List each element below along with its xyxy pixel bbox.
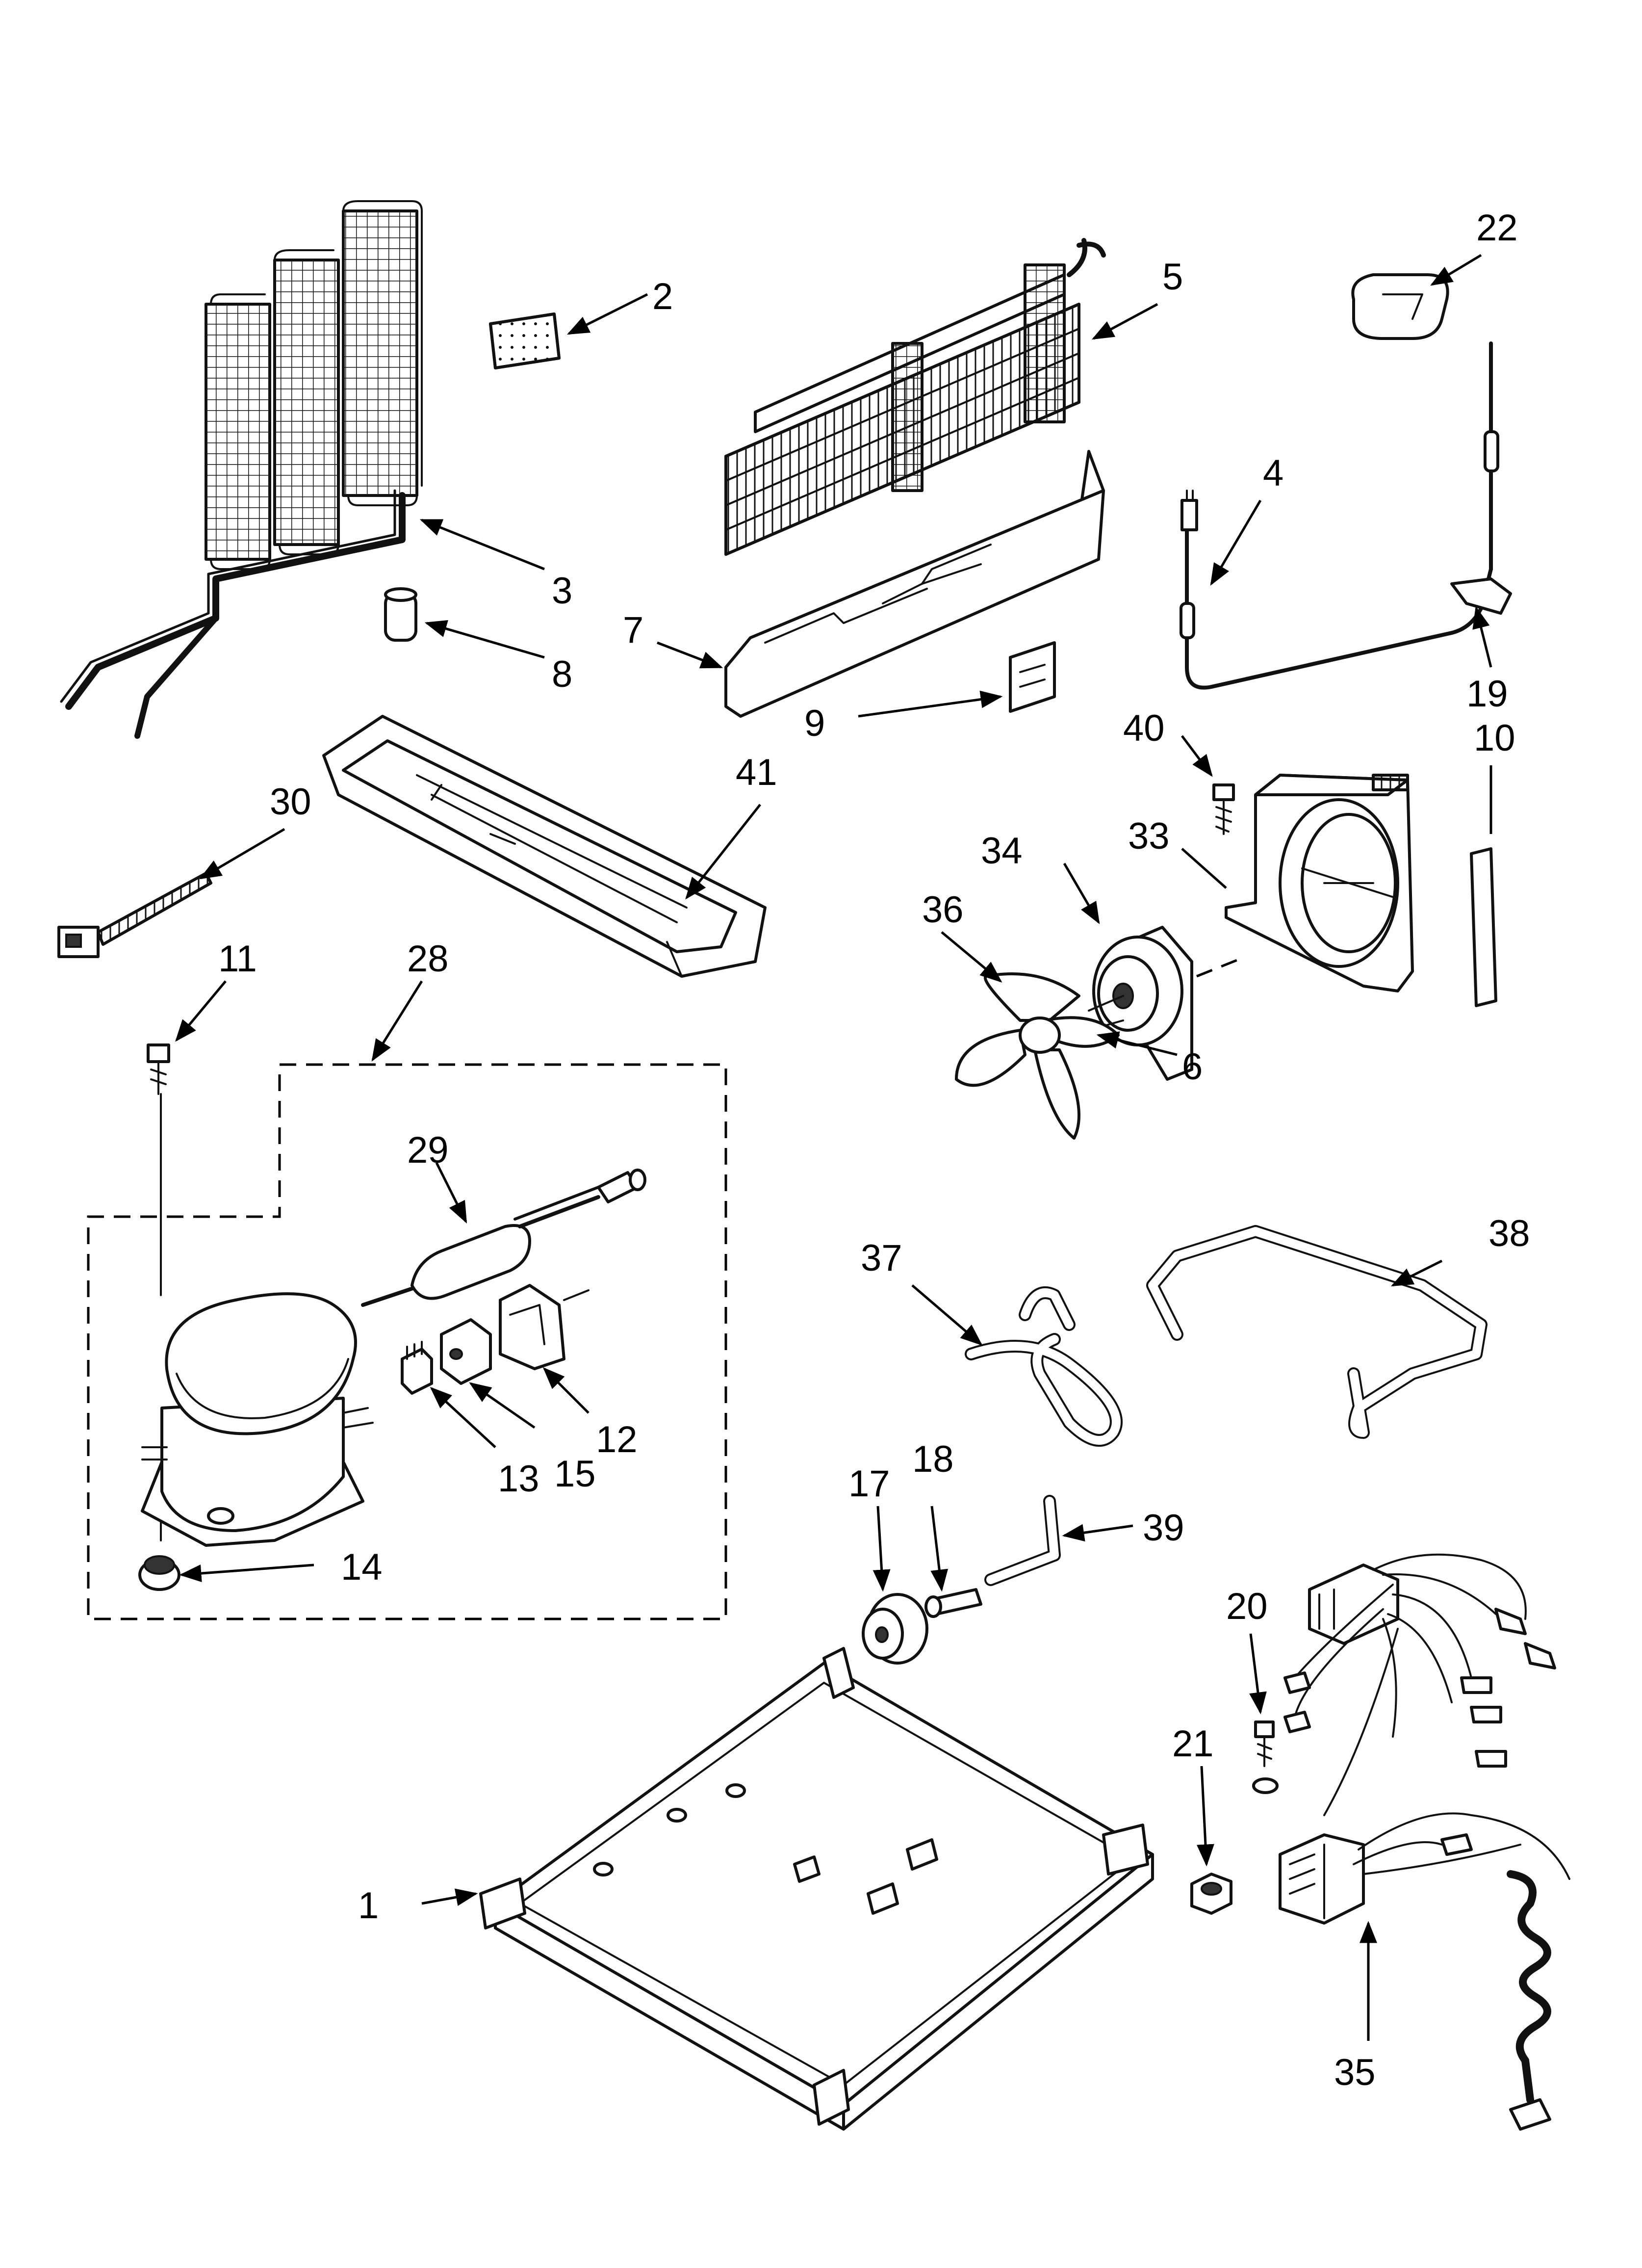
callout-10: 10 — [1474, 717, 1515, 759]
drain-pan-part-41 — [322, 715, 767, 978]
tube-part-38 — [1146, 1225, 1488, 1439]
leader-lines — [175, 254, 1492, 2041]
cover-part-12 — [499, 1284, 590, 1370]
nut-part-21 — [1190, 1873, 1232, 1915]
tube-part-39 — [984, 1495, 1061, 1586]
base-frame-part-1 — [479, 1647, 1154, 2131]
callout-labels: 2 3 8 5 22 4 7 9 19 10 30 41 40 33 34 36… — [218, 207, 1530, 2093]
callout-4: 4 — [1263, 452, 1283, 494]
callout-1: 1 — [358, 1885, 379, 1927]
condenser — [60, 200, 423, 739]
sensor-wire-part-4 — [1180, 341, 1499, 690]
cable-tie-part-30 — [57, 872, 212, 958]
callout-6: 6 — [1182, 1046, 1203, 1088]
callout-17: 17 — [848, 1463, 890, 1505]
callout-3: 3 — [552, 570, 572, 612]
callout-38: 38 — [1488, 1213, 1530, 1254]
callout-40: 40 — [1123, 707, 1165, 749]
axle-part-18 — [924, 1588, 982, 1618]
tube-part-37 — [965, 1286, 1123, 1447]
fan-shroud-part-33 — [1225, 774, 1414, 992]
drain-trough-part-7 — [724, 450, 1105, 718]
callout-21: 21 — [1172, 1723, 1214, 1765]
callout-20: 20 — [1226, 1586, 1268, 1627]
wire-harness-part-35 — [1279, 1553, 1570, 2131]
overload-part-13 — [401, 1341, 433, 1395]
screw-part-20 — [1252, 1721, 1279, 1794]
callout-13: 13 — [498, 1458, 539, 1500]
screw-part-40 — [1212, 783, 1235, 835]
callout-35: 35 — [1334, 2052, 1376, 2093]
clip-part-19 — [1450, 577, 1512, 615]
callout-39: 39 — [1143, 1507, 1184, 1549]
callout-8: 8 — [552, 653, 572, 695]
callout-5: 5 — [1162, 256, 1183, 298]
callout-30: 30 — [270, 781, 311, 823]
fan-motor-part-34 — [1088, 926, 1246, 1081]
callout-12: 12 — [596, 1419, 638, 1460]
drier-part-29 — [361, 1169, 646, 1307]
callout-2: 2 — [652, 276, 673, 317]
kit-outline-part-28 — [87, 1063, 727, 1620]
callout-41: 41 — [736, 752, 777, 793]
capacitor-part-8 — [384, 587, 417, 642]
evaporator — [724, 238, 1106, 556]
grommet-part-14 — [138, 1555, 180, 1591]
callout-7: 7 — [623, 609, 643, 651]
callout-19: 19 — [1466, 673, 1508, 715]
cap-part-22 — [1351, 273, 1449, 340]
callout-33: 33 — [1128, 815, 1170, 857]
callout-36: 36 — [922, 889, 964, 931]
callout-34: 34 — [981, 830, 1023, 872]
callout-22: 22 — [1476, 207, 1518, 249]
callout-28: 28 — [407, 938, 449, 980]
wheel-part-17 — [862, 1593, 928, 1665]
callout-18: 18 — [912, 1438, 954, 1480]
relay-part-15 — [440, 1318, 492, 1385]
callout-14: 14 — [341, 1546, 383, 1588]
pad-part-2 — [489, 313, 561, 369]
compressor — [141, 1292, 374, 1547]
callout-9: 9 — [804, 703, 825, 744]
callout-11: 11 — [218, 938, 257, 980]
callout-29: 29 — [407, 1129, 449, 1171]
bracket-part-9 — [1009, 641, 1056, 713]
callout-37: 37 — [861, 1237, 902, 1279]
strip-part-10 — [1470, 847, 1497, 1007]
callout-15: 15 — [554, 1453, 596, 1495]
